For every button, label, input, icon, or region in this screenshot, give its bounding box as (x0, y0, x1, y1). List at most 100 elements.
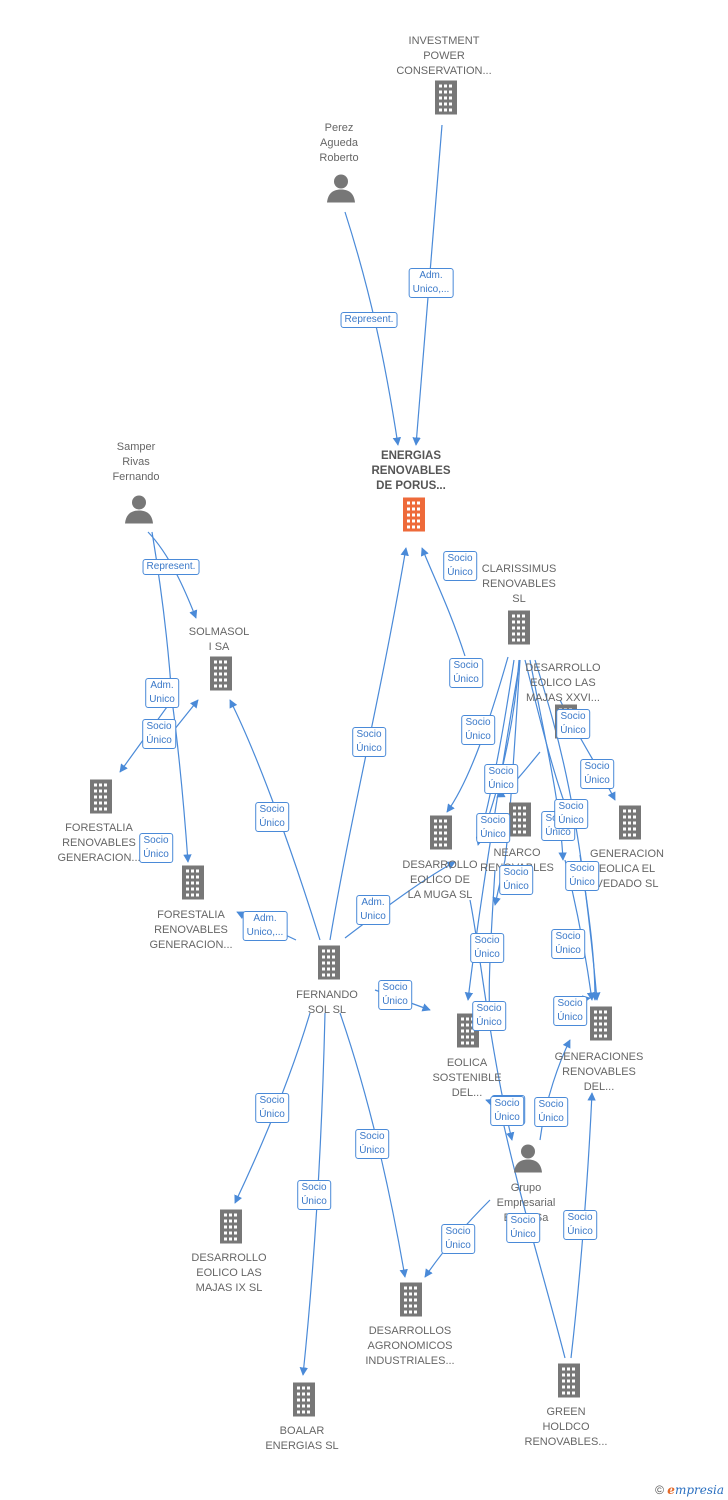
building-icon[interactable] (506, 610, 532, 650)
building-icon[interactable] (507, 802, 533, 842)
building-icon[interactable] (180, 865, 206, 905)
building-icon[interactable] (433, 80, 459, 120)
building-icon[interactable] (88, 779, 114, 819)
relationship-label-line: Socio (557, 998, 583, 1009)
building-icon[interactable] (398, 1282, 424, 1322)
node-label-line: Fernando (112, 471, 160, 483)
relationship-label-line: Único (259, 1109, 285, 1120)
person-icon[interactable] (124, 494, 154, 529)
node-label-line: RENOVABLES (482, 578, 556, 590)
building-icon[interactable] (218, 1209, 244, 1249)
node-label-line: INVESTMENT (408, 35, 480, 47)
node-label-line: MAJAS XXVI... (526, 692, 600, 704)
building-icon[interactable] (316, 945, 342, 985)
node-label-line: Perez (324, 122, 354, 134)
relationship-label-line: Único (453, 674, 479, 685)
building-icon[interactable] (291, 1382, 317, 1422)
empresia-logo[interactable]: empresia (667, 1483, 724, 1497)
node-label-boalar[interactable]: BOALAR ENERGIAS SL (265, 1424, 338, 1454)
node-label-line: BOALAR (279, 1425, 325, 1437)
node-label-line: DESARROLLOS (368, 1325, 452, 1337)
footer-brand: © empresia (655, 1483, 724, 1497)
node-label-line: VEDADO SL (595, 878, 659, 890)
building-icon[interactable] (401, 497, 427, 537)
node-label-line: RENOVABLES (62, 837, 136, 849)
relationship-label[interactable]: Adm.Unico (356, 895, 390, 925)
person-icon[interactable] (326, 173, 356, 208)
node-label-line: INDUSTRIALES... (365, 1355, 455, 1367)
relationship-label-line: Único (382, 996, 408, 1007)
node-label-line: CONSERVATION... (396, 65, 492, 77)
relationship-label-line: Socio (488, 766, 514, 777)
relationship-edge (344, 861, 456, 939)
relationship-label-line: Socio (447, 553, 473, 564)
node-label-line: EOLICO DE (410, 874, 470, 886)
building-icon[interactable] (208, 656, 234, 696)
building-icon[interactable] (556, 1363, 582, 1403)
relationship-label-line: Represent. (344, 314, 394, 325)
relationship-label[interactable]: Adm.Unico,... (408, 268, 454, 298)
relationship-label[interactable]: Adm.Unico (145, 678, 179, 708)
relationship-label-line: Adm. (253, 913, 277, 924)
person-icon[interactable] (513, 1143, 543, 1178)
relationship-label[interactable]: Represent. (340, 312, 398, 328)
relationship-label[interactable]: Represent. (142, 559, 200, 575)
relationship-label-line: Unico (360, 911, 386, 922)
node-label-line: NEARCO (493, 847, 541, 859)
relationship-label-line: Socio (146, 721, 172, 732)
building-icon[interactable] (617, 805, 643, 845)
relationship-label-line: Único (356, 743, 382, 754)
relationship-label[interactable]: Adm.Unico,... (242, 911, 288, 941)
relationship-label-line: Único (488, 780, 514, 791)
relationship-label-line: Único (545, 827, 571, 838)
building-icon[interactable] (588, 1006, 614, 1046)
node-label-line: DESARROLLO (402, 859, 478, 871)
building-icon[interactable] (428, 815, 454, 855)
node-label-line: ENERGIAS SL (265, 1440, 339, 1452)
